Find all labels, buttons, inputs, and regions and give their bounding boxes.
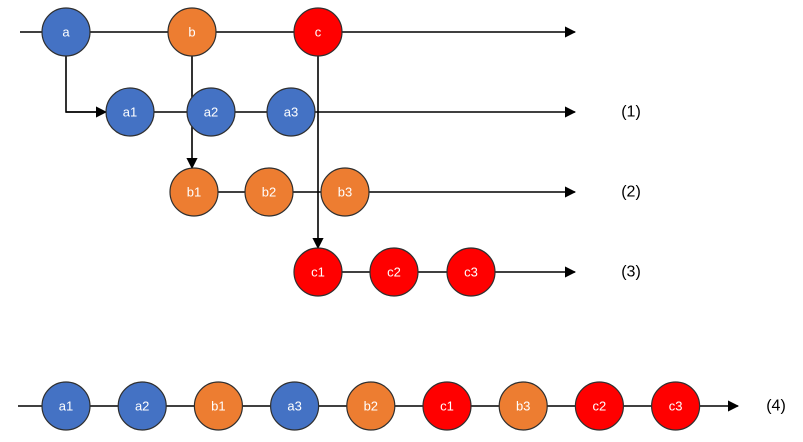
stream-a-node-a1-circle <box>105 87 155 137</box>
source-node-c: c <box>293 7 343 57</box>
stream-b-node-b3: b3 <box>320 167 370 217</box>
merged-node-c1: c1 <box>422 381 472 431</box>
merged-node-c1-label: c1 <box>440 399 454 414</box>
stream-b-node-b1-circle <box>169 167 219 217</box>
source-node-b-label: b <box>188 25 195 40</box>
merged-node-c2: c2 <box>574 381 625 431</box>
merged-node-a3: a3 <box>270 381 320 431</box>
stream-a-node-a3: a3 <box>266 87 316 137</box>
source-node-a: a <box>41 7 91 57</box>
stream-b-node-b2-label: b2 <box>262 185 276 200</box>
stream-c-node-c1: c1 <box>293 247 343 297</box>
stream-a-node-a1: a1 <box>105 87 155 137</box>
merged-node-c3-label: c3 <box>669 399 683 414</box>
stream-c-node-c3-label: c3 <box>464 265 478 280</box>
merged-node-b2: b2 <box>346 381 396 431</box>
stream-a-node-a2: a2 <box>186 87 236 137</box>
stream-a-label: (1) <box>621 104 641 121</box>
merged-node-a3-label: a3 <box>287 399 301 414</box>
merged-node-b1: b1 <box>193 381 243 431</box>
stream-a-node-a1-label: a1 <box>123 105 137 120</box>
stream-c-node-c3-circle <box>446 247 496 297</box>
merged-node-a2: a2 <box>117 381 167 431</box>
merged-node-b3-circle <box>498 381 548 431</box>
merged-node-a1-label: a1 <box>59 399 73 414</box>
stream-b-node-b2: b2 <box>244 167 294 217</box>
source-node-b: b <box>167 7 217 57</box>
source-node-a-circle <box>41 7 91 57</box>
merged-node-a2-circle <box>117 381 167 431</box>
branch-a-connector <box>65 56 108 118</box>
stream-b-node-b1: b1 <box>169 167 219 217</box>
stream-a-node-a3-label: a3 <box>284 105 298 120</box>
merged-node-c3-circle <box>650 381 701 431</box>
stream-b-node-b3-circle <box>320 167 370 217</box>
merged-node-c2-circle <box>574 381 625 431</box>
merged-node-b3-label: b3 <box>516 399 530 414</box>
merged-node-b2-label: b2 <box>364 399 378 414</box>
stream-a-node-a3-circle <box>266 87 316 137</box>
stream-b-node-b1-label: b1 <box>187 185 201 200</box>
merged-node-c3: c3 <box>650 381 701 431</box>
merged-node-b1-label: b1 <box>211 399 225 414</box>
row-labels: (1) (2) (3) (4) <box>621 104 786 415</box>
source-node-c-label: c <box>315 25 322 40</box>
merged-node-a2-label: a2 <box>135 399 149 414</box>
stream-c-node-c3: c3 <box>446 247 496 297</box>
merged-stream-label: (4) <box>766 398 786 415</box>
merged-node-a3-circle <box>270 381 320 431</box>
nodes: a b c a1 a2 a3 b1 b2 b3 c1 c2 c3 a1 a2 b1 a3 b2 c1 b3 c2 c3 <box>41 7 701 431</box>
stream-c-node-c2-label: c2 <box>387 265 401 280</box>
stream-b-node-b2-circle <box>244 167 294 217</box>
merged-node-b1-circle <box>193 381 243 431</box>
stream-c-node-c1-circle <box>293 247 343 297</box>
merged-node-b2-circle <box>346 381 396 431</box>
stream-a-node-a2-circle <box>186 87 236 137</box>
merged-node-b3: b3 <box>498 381 548 431</box>
stream-c-label: (3) <box>621 264 641 281</box>
stream-c-node-c2: c2 <box>369 247 419 297</box>
source-node-c-circle <box>293 7 343 57</box>
stream-c-node-c2-circle <box>369 247 419 297</box>
merged-node-a1: a1 <box>41 381 91 431</box>
stream-c-node-c1-label: c1 <box>311 265 325 280</box>
source-node-a-label: a <box>62 25 70 40</box>
source-node-b-circle <box>167 7 217 57</box>
stream-a-node-a2-label: a2 <box>204 105 218 120</box>
stream-b-label: (2) <box>621 184 641 201</box>
merged-node-c2-label: c2 <box>593 399 607 414</box>
merged-node-a1-circle <box>41 381 91 431</box>
merged-node-c1-circle <box>422 381 472 431</box>
stream-b-node-b3-label: b3 <box>338 185 352 200</box>
